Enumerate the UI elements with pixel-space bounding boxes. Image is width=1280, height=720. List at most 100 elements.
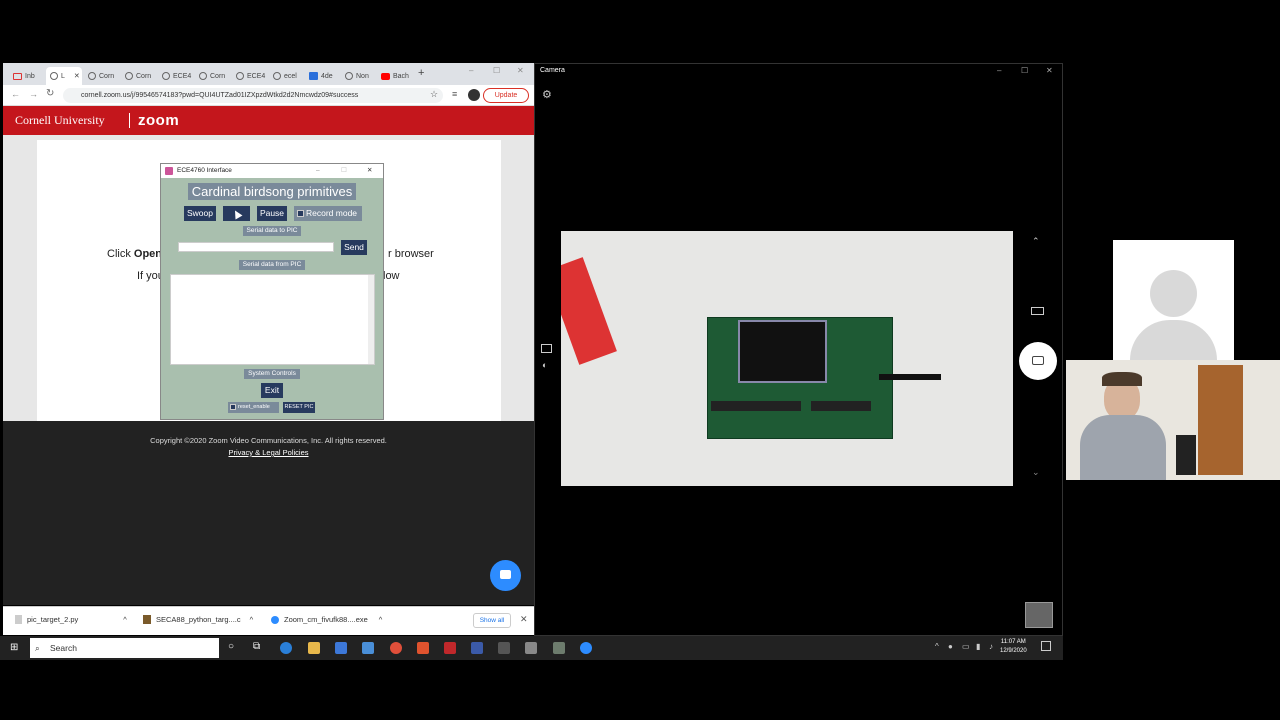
profile-avatar[interactable] — [468, 89, 480, 101]
reset-pic-button[interactable]: RESET PIC — [283, 402, 315, 413]
camera-icon — [1032, 356, 1044, 365]
download-item[interactable]: SECA88_python_targ....c^ — [143, 615, 253, 624]
network-icon[interactable]: ▭ — [962, 642, 970, 651]
shirt — [1080, 415, 1166, 480]
gallery-thumbnail[interactable] — [1025, 602, 1053, 628]
taskbar-search[interactable]: ⌕ Search — [30, 638, 219, 658]
camera-preview — [561, 231, 1013, 486]
settings-gear-icon[interactable]: ⚙ — [542, 89, 552, 101]
new-tab-icon[interactable]: + — [418, 67, 425, 79]
pause-button[interactable]: Pause — [257, 206, 287, 221]
close-icon[interactable]: ✕ — [1046, 66, 1053, 75]
task-view-icon[interactable]: ⧉ — [253, 641, 261, 652]
serial-output-textbox[interactable] — [170, 274, 375, 365]
reset-enable-checkbox[interactable]: reset_enable — [228, 402, 279, 413]
tft-display — [738, 320, 827, 383]
tab-ece-2[interactable]: ECE4 — [232, 67, 268, 85]
serial-to-label: Serial data to PIC — [243, 226, 301, 236]
battery-icon[interactable]: ▮ — [976, 642, 981, 651]
python-icon[interactable] — [553, 642, 565, 654]
video-mode-icon[interactable] — [1031, 307, 1044, 315]
privacy-link[interactable]: Privacy & Legal Policies — [228, 448, 309, 457]
maximize-icon[interactable]: ☐ — [493, 66, 501, 75]
file-icon — [143, 615, 151, 624]
tray-chevron-icon[interactable]: ^ — [935, 642, 939, 651]
update-button[interactable]: Update — [483, 88, 529, 103]
download-item[interactable]: Zoom_cm_fivufk88....exe^ — [271, 615, 382, 624]
chevron-up-icon[interactable]: ^ — [123, 615, 127, 624]
take-photo-button[interactable] — [1019, 342, 1057, 380]
store-icon[interactable] — [335, 642, 347, 654]
powershell-icon[interactable] — [471, 642, 483, 654]
sublime-icon[interactable] — [417, 642, 429, 654]
notifications-icon[interactable] — [1041, 641, 1051, 651]
chevron-up-icon[interactable]: ⌃ — [1032, 236, 1040, 246]
tk-minimize-icon[interactable]: – — [316, 167, 320, 174]
below-text: low — [383, 270, 400, 282]
hair — [1102, 372, 1142, 386]
camera-app-icon[interactable] — [525, 642, 537, 654]
tab-active[interactable]: L✕ — [46, 67, 82, 85]
volume-icon[interactable]: ♪ — [989, 642, 993, 651]
close-tab-icon[interactable]: ✕ — [73, 73, 80, 80]
zoom-icon[interactable] — [580, 642, 592, 654]
windows-start-icon[interactable]: ⊞ — [10, 642, 19, 653]
downloads-bar: pic_target_2.py^ SECA88_python_targ....c… — [3, 606, 534, 635]
mplab-icon[interactable] — [444, 642, 456, 654]
swoop-button[interactable]: Swoop — [184, 206, 216, 221]
star-icon[interactable]: ☆ — [430, 89, 439, 99]
settings-icon[interactable] — [498, 642, 510, 654]
mail-icon[interactable] — [362, 642, 374, 654]
tab-ecel[interactable]: ecel — [269, 67, 305, 85]
minimize-icon[interactable]: – — [997, 66, 1002, 75]
globe-icon — [345, 72, 353, 80]
playlist-icon[interactable]: ≡ — [452, 89, 458, 99]
tab-corn-2[interactable]: Corn — [121, 67, 157, 85]
tk-maximize-icon[interactable]: ☐ — [341, 167, 347, 174]
address-toolbar: ← → ↻ cornell.zoom.us/j/99546574183?pwd=… — [3, 85, 534, 106]
url-bar[interactable]: cornell.zoom.us/j/99546574183?pwd=QUI4UT… — [63, 88, 443, 103]
tab-ece-1[interactable]: ECE4 — [158, 67, 194, 85]
close-downloads-icon[interactable]: ✕ — [520, 614, 528, 624]
click-open-text: Click Open — [107, 248, 163, 260]
record-mode-checkbox[interactable]: Record mode — [294, 206, 362, 221]
tab-strip: Inb L✕ Corn Corn ECE4 Corn ECE4 ecel 4de… — [3, 63, 534, 85]
minimize-icon[interactable]: – — [469, 66, 474, 75]
tab-corn-3[interactable]: Corn — [195, 67, 231, 85]
reload-icon[interactable]: ↻ — [46, 88, 55, 99]
forward-icon[interactable]: → — [29, 89, 38, 99]
send-button[interactable]: Send — [341, 240, 367, 255]
exit-button[interactable]: Exit — [261, 383, 283, 398]
system-clock[interactable]: 11:07 AM 12/9/2020 — [1000, 639, 1027, 654]
tab-corn-1[interactable]: Corn — [84, 67, 120, 85]
tab-4de[interactable]: 4de — [305, 67, 341, 85]
blank-button[interactable] — [223, 206, 250, 221]
hdr-icon[interactable]: ◐ — [542, 360, 548, 370]
chevron-up-icon[interactable]: ^ — [378, 615, 383, 624]
globe-icon — [125, 72, 133, 80]
microphone-icon[interactable]: ● — [948, 642, 953, 651]
tk-close-icon[interactable]: ✕ — [367, 167, 373, 174]
chevron-up-icon[interactable]: ^ — [249, 615, 254, 624]
show-all-button[interactable]: Show all — [473, 613, 511, 628]
photo-timer-icon[interactable] — [541, 344, 552, 353]
chat-button[interactable] — [490, 560, 521, 591]
tab-non[interactable]: Non — [341, 67, 377, 85]
chevron-down-icon[interactable]: ⌄ — [1032, 467, 1040, 477]
globe-icon — [236, 72, 244, 80]
tab-gmail[interactable]: Inb — [9, 67, 45, 85]
download-item[interactable]: pic_target_2.py^ — [15, 615, 127, 624]
file-explorer-icon[interactable] — [308, 642, 320, 654]
edge-icon[interactable] — [280, 642, 292, 654]
scrollbar[interactable] — [368, 275, 374, 364]
serial-input[interactable] — [178, 242, 334, 252]
chrome-icon[interactable] — [390, 642, 402, 654]
camera-title: Camera — [540, 67, 565, 74]
cortana-icon[interactable]: ○ — [228, 641, 235, 652]
back-icon[interactable]: ← — [11, 89, 20, 99]
file-icon — [15, 615, 22, 624]
maximize-icon[interactable]: ☐ — [1021, 66, 1029, 75]
zoom-logo: zoom — [138, 112, 180, 129]
close-icon[interactable]: ✕ — [517, 66, 524, 75]
tab-bach[interactable]: Bach — [377, 67, 413, 85]
